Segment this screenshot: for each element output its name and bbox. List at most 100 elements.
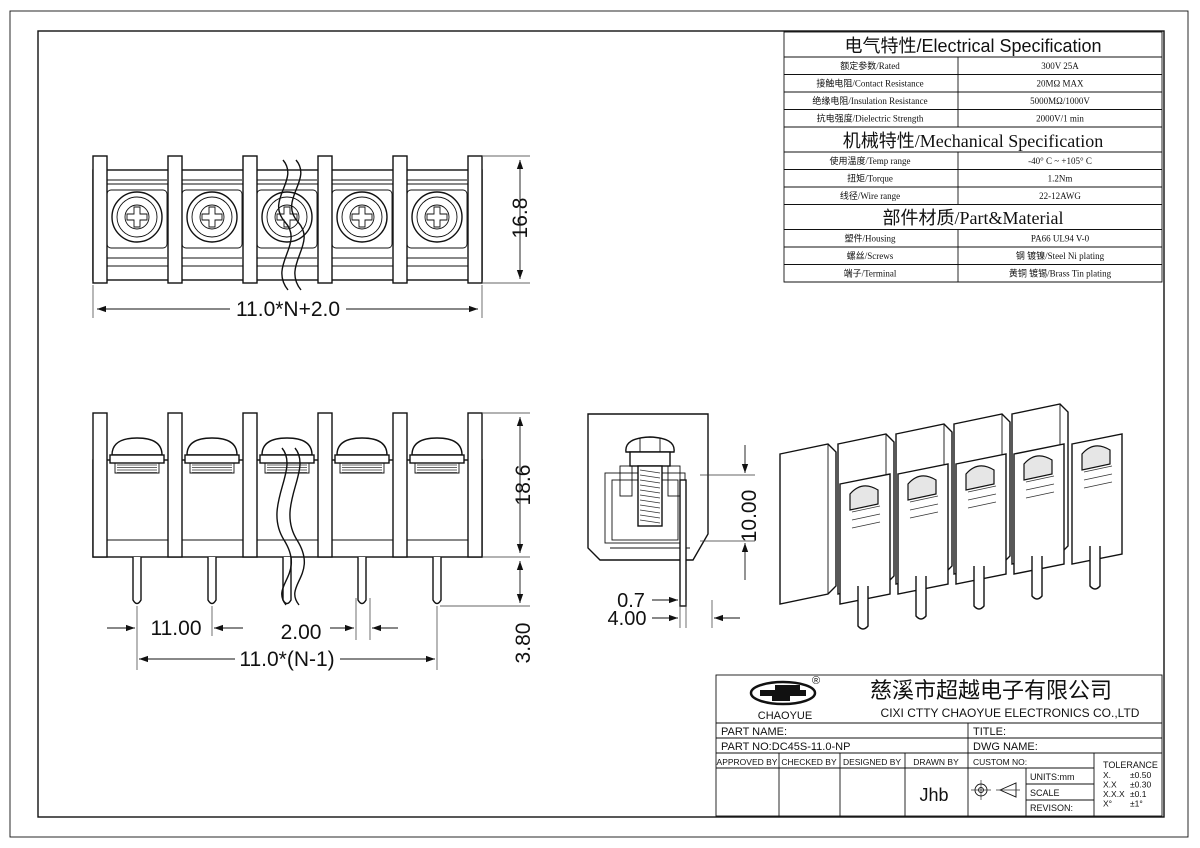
dim-top-width: 11.0*N+2.0 — [236, 298, 340, 321]
drawn-by-value: Jhb — [919, 785, 948, 805]
tolerance-format: X.X — [1103, 780, 1117, 790]
custom-no-label: CUSTOM NO: — [973, 757, 1027, 767]
mechanical-row-value: 22-12AWG — [1039, 191, 1081, 201]
material-heading: 部件材质/Part&Material — [883, 208, 1064, 228]
iso-screw — [907, 475, 937, 501]
electrical-row-value: 2000V/1 min — [1036, 114, 1084, 124]
material-row-value: PA66 UL94 V-0 — [1031, 234, 1090, 244]
tolerance-format: X.X.X — [1103, 789, 1125, 799]
screw-head — [261, 191, 313, 243]
screw-washer — [109, 454, 165, 464]
mechanical-row-value: -40° C ~ +105° C — [1028, 156, 1092, 166]
top-dims: 16.8 11.0*N+2.0 — [92, 155, 532, 321]
designed-by-label: DESIGNED BY — [843, 757, 901, 767]
mechanical-row-label: 使用温度/Temp range — [829, 155, 910, 166]
chaoyue-logo: ® — [749, 675, 820, 706]
screw-washer — [184, 454, 240, 464]
front-barrier — [467, 412, 483, 558]
screw-head-front — [411, 437, 463, 456]
screw-slot — [351, 206, 373, 228]
isometric-view — [779, 403, 1123, 630]
title-label: TITLE: — [973, 726, 1006, 738]
dim-pitch: 11.00 — [151, 617, 202, 640]
front-view — [92, 412, 483, 606]
title-block: ® CHAOYUE 慈溪市超越电子有限公司 CIXI CTTY CHAOYUE … — [715, 674, 1163, 817]
tolerance-value: ±0.1 — [1130, 789, 1147, 799]
material-row-label: 端子/Terminal — [844, 268, 897, 279]
screw-head-front — [186, 437, 238, 456]
company-name-en: CIXI CTTY CHAOYUE ELECTRONICS CO.,LTD — [881, 706, 1140, 720]
front-barrier — [92, 412, 108, 558]
front-barrier — [392, 412, 408, 558]
inner-border — [37, 30, 1165, 818]
iso-pin — [857, 586, 869, 630]
pcb-pin — [432, 557, 442, 605]
revision-label: REVISON: — [1030, 803, 1073, 813]
tolerance-format: X° — [1103, 799, 1112, 809]
iso-screw — [849, 485, 879, 511]
electrical-row-value: 300V 25A — [1041, 61, 1079, 71]
top-barrier — [392, 155, 408, 284]
screw-clamp — [181, 189, 243, 249]
mechanical-row-value: 1.2Nm — [1048, 174, 1073, 184]
pcb-pin — [132, 557, 142, 605]
spec-table: 电气特性/Electrical Specification 机械特性/Mecha… — [783, 31, 1163, 283]
screw-head-front — [261, 437, 313, 456]
mechanical-row-label: 扭矩/Torque — [847, 173, 893, 184]
tolerance-value: ±0.30 — [1130, 780, 1151, 790]
dim-pin-length: 3.80 — [512, 623, 535, 664]
top-barrier — [92, 155, 108, 284]
top-barrier — [317, 155, 333, 284]
material-row-value: 钢 镀镍/Steel Ni plating — [1016, 250, 1105, 261]
front-dims: 18.6 3.80 11.00 2.00 11.0*(N-1) — [107, 412, 535, 671]
electrical-row-value: 5000MΩ/1000V — [1030, 96, 1090, 106]
electrical-row-value: 20MΩ MAX — [1037, 79, 1084, 89]
material-row-label: 塑件/Housing — [844, 233, 896, 244]
top-barrier — [467, 155, 483, 284]
pcb-pin — [207, 557, 217, 605]
scale-label: SCALE — [1030, 788, 1060, 798]
dim-side-offset: 4.00 — [608, 608, 647, 630]
dwg-name-label: DWG NAME: — [973, 741, 1038, 753]
electrical-row-label: 抗电强度/Dielectric Strength — [817, 113, 924, 124]
screw-clamp — [406, 189, 468, 249]
screw-head — [186, 191, 238, 243]
part-name-label: PART NAME: — [721, 726, 787, 738]
screw-head-front — [111, 437, 163, 456]
drawn-by-label: DRAWN BY — [913, 757, 959, 767]
front-barrier — [167, 412, 183, 558]
screw-head-front — [336, 437, 388, 456]
screw-clamp — [106, 189, 168, 249]
dim-pin-thickness: 0.7 — [617, 590, 645, 612]
front-barrier — [242, 412, 258, 558]
screw-washer — [409, 454, 465, 464]
screw-slot — [201, 206, 223, 228]
dim-side-height: 10.00 — [738, 490, 761, 543]
part-no-line: PART NO:DC45S-11.0-NP — [721, 741, 850, 753]
part-no-label: PART NO: — [721, 741, 772, 753]
pcb-pin — [357, 557, 367, 605]
screw-clamp — [331, 189, 393, 249]
iso-screw — [965, 465, 995, 491]
part-no-value: DC45S-11.0-NP — [772, 741, 851, 753]
iso-screw — [1023, 455, 1053, 481]
screw-head — [336, 191, 388, 243]
company-name-cn: 慈溪市超越电子有限公司 — [870, 678, 1112, 703]
dim-front-height: 18.6 — [512, 465, 535, 506]
dim-span: 11.0*(N-1) — [239, 648, 334, 671]
screw-clamp — [256, 189, 318, 249]
front-barrier — [317, 412, 333, 558]
logo-registered-mark: ® — [812, 675, 820, 687]
mechanical-heading: 机械特性/Mechanical Specification — [843, 131, 1103, 151]
screw-slot — [126, 206, 148, 228]
units-label: UNITS:mm — [1030, 772, 1075, 782]
checked-by-label: CHECKED BY — [781, 757, 837, 767]
approved-by-label: APPROVED BY — [717, 757, 778, 767]
outer-border — [9, 10, 1189, 838]
iso-pin — [915, 576, 927, 620]
tolerance-value: ±0.50 — [1130, 770, 1151, 780]
screw-slot — [426, 206, 448, 228]
screw-head — [411, 191, 463, 243]
screw-washer — [334, 454, 390, 464]
